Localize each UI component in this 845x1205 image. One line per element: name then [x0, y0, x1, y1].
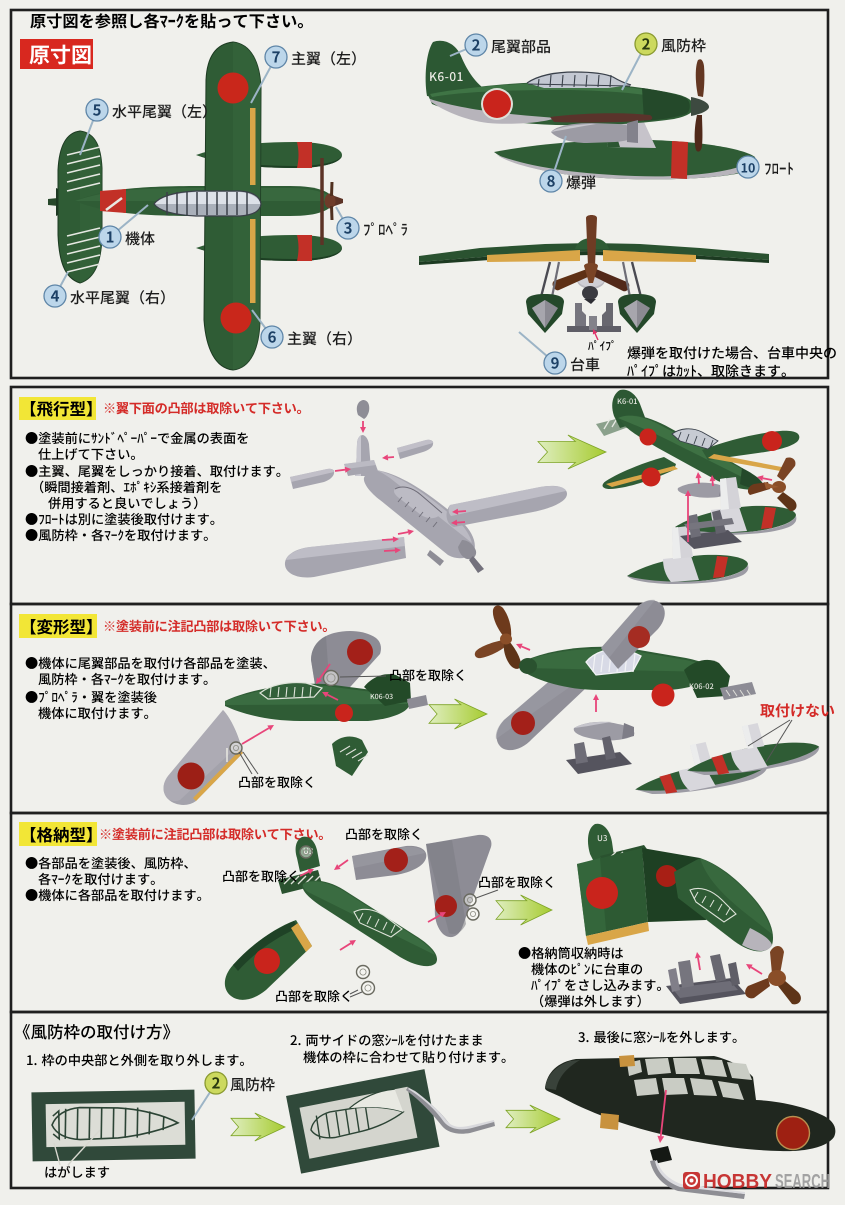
svg-text:SEARCH: SEARCH	[775, 1171, 830, 1193]
svg-text:HOBBY: HOBBY	[703, 1171, 773, 1193]
